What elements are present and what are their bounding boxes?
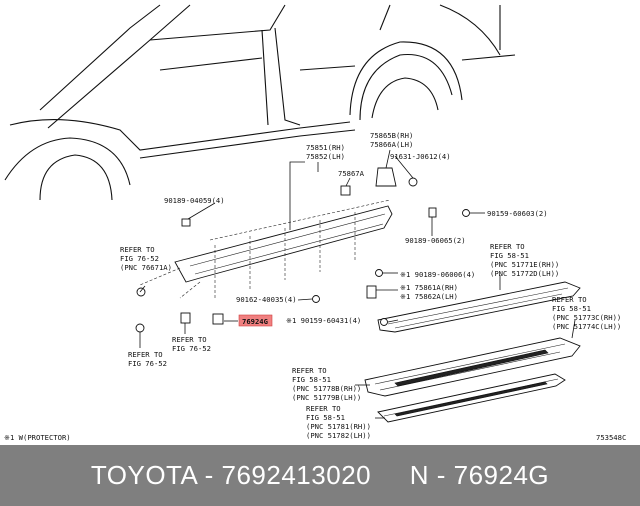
refer-block-51781: REFER TO FIG 58-51 (PNC 51781(RH)) (PNC … — [306, 404, 375, 440]
callout-90189-06006: ※1 90189-06006(4) — [400, 270, 475, 279]
highlight-box — [238, 314, 273, 327]
callout-75867a: 75867A — [338, 169, 365, 178]
refer-block-fig-76-52-a: REFER TO FIG 76-52 — [128, 350, 167, 368]
callout-75865b: 75865B(RH) — [370, 131, 413, 140]
callout-75852: 75852(LH) — [306, 152, 345, 161]
running-board-upper — [377, 281, 581, 333]
callout-90159-60603: 90159-60603(2) — [487, 209, 548, 218]
callout-90189-06065: 90189-06065(2) — [405, 236, 466, 245]
running-board-middle — [364, 337, 581, 397]
side-step-assembly — [139, 199, 393, 300]
diagram-code: 753548C — [596, 433, 626, 442]
refer-block-51771e: REFER TO FIG 58-51 (PNC 51771E(RH)) (PNC… — [490, 242, 564, 278]
part-number-banner: TOYOTA - 7692413020 N - 76924G — [0, 445, 640, 506]
callout-76924g: 76924G — [242, 317, 268, 326]
bolt-icon — [312, 295, 320, 303]
callout-75851: 75851(RH) — [306, 143, 345, 152]
bracket-icon — [375, 167, 397, 187]
refer-block-fig-76-52-b: REFER TO FIG 76-52 — [172, 335, 211, 353]
refer-block-51778b: REFER TO FIG 58-51 (PNC 51778B(RH)) (PNC… — [292, 366, 366, 402]
bolt-icon — [462, 209, 470, 217]
part-number-text: TOYOTA - 7692413020 N - 76924G — [90, 460, 550, 490]
bolt-icon — [408, 177, 418, 187]
refer-to-notes: REFER TO FIG 76-52 (PNC 76671A) REFER TO… — [120, 242, 626, 440]
leader-lines — [139, 149, 576, 419]
bolt-icon — [380, 318, 388, 326]
callout-91631: 91631-J0612(4) — [390, 152, 451, 161]
clip-icon — [181, 218, 191, 227]
vehicle-outline — [4, 4, 516, 201]
bolt-icon — [375, 269, 383, 277]
refer-block-51773c: REFER TO FIG 58-51 (PNC 51773C(RH)) (PNC… — [552, 295, 626, 331]
clip-icon — [135, 323, 145, 333]
running-board-lower — [377, 373, 566, 423]
clip-icon — [212, 313, 224, 325]
callout-75862a: ※1 75862A(LH) — [400, 292, 458, 301]
clip-icon — [340, 185, 351, 196]
callout-75866a: 75866A(LH) — [370, 140, 413, 149]
clip-icon — [428, 207, 437, 218]
footnote: ※1 W(PROTECTOR) — [4, 433, 71, 442]
callout-90159-60431: ※1 90159-60431(4) — [286, 316, 361, 325]
callout-90162-40035: 90162-40035(4) — [236, 295, 297, 304]
clip-icon — [136, 287, 146, 297]
refer-block-76671a: REFER TO FIG 76-52 (PNC 76671A) — [120, 245, 172, 272]
protector-icon — [366, 285, 377, 299]
callout-labels: 75851(RH) 75852(LH) 75865B(RH) 75866A(LH… — [164, 131, 548, 327]
callout-75861a: ※1 75861A(RH) — [400, 283, 458, 292]
callout-90189-04059: 90189-04059(4) — [164, 196, 225, 205]
parts-diagram: 75851(RH) 75852(LH) 75865B(RH) 75866A(LH… — [4, 4, 626, 442]
clip-icon — [180, 312, 191, 324]
